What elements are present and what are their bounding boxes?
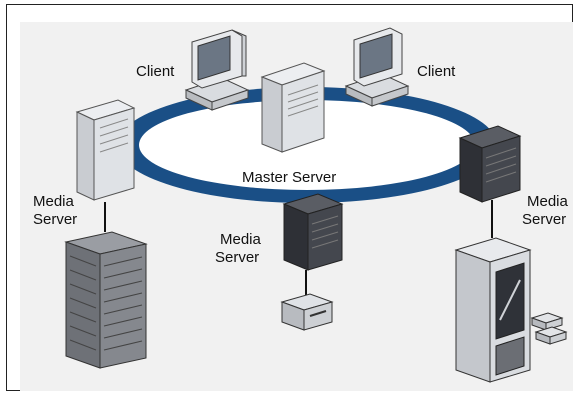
master-server-label: Master Server <box>242 169 337 186</box>
media-server-center-label-line2: Server <box>215 249 260 266</box>
media-server-left-label-line1: Media <box>33 193 74 210</box>
media-server-center-label: Media Server <box>215 231 261 267</box>
client-right-label: Client <box>417 63 456 80</box>
media-server-center-label-line1: Media <box>220 231 261 248</box>
client-right-computer-icon <box>344 27 410 107</box>
client-left-computer-icon <box>184 29 250 111</box>
media-server-center-icon <box>282 193 344 271</box>
media-server-right-label-line1: Media <box>527 193 568 210</box>
media-server-right-icon <box>458 125 522 203</box>
media-server-right-label-line2: Server <box>522 211 567 228</box>
tape-cartridges-icon <box>530 312 568 345</box>
tape-drive-icon <box>280 293 334 331</box>
network-ring <box>117 87 497 203</box>
master-server-icon <box>260 62 326 153</box>
media-server-right-label: Media Server <box>522 193 568 229</box>
media-server-left-label: Media Server <box>33 193 77 229</box>
media-server-left-icon <box>75 99 136 201</box>
disk-array-icon <box>64 231 148 369</box>
tape-library-icon <box>454 237 532 383</box>
media-server-left-label-line2: Server <box>33 211 78 228</box>
client-left-label: Client <box>136 63 175 80</box>
connection-lines <box>104 200 493 295</box>
